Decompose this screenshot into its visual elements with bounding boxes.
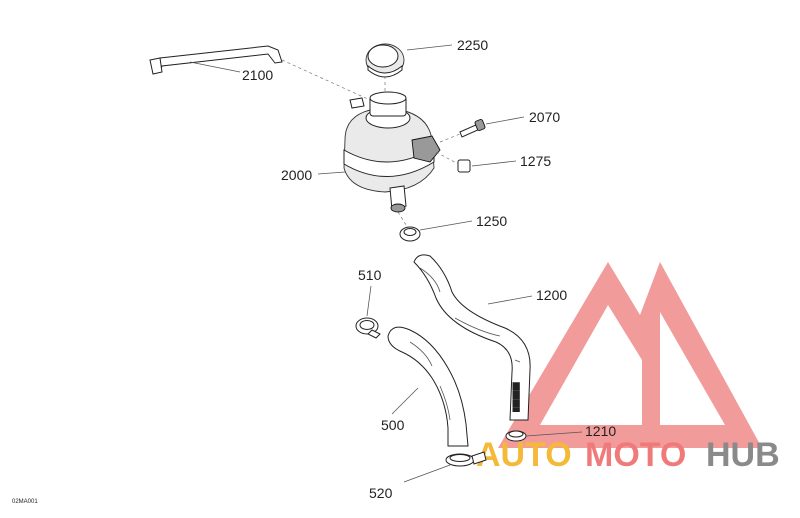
label-small-clamp: 510 <box>358 267 382 283</box>
label-nut: 1275 <box>520 153 551 169</box>
label-lower-hose: 500 <box>381 417 405 433</box>
watermark-auto-text: AUTO <box>476 436 572 474</box>
label-tank: 2000 <box>281 167 312 183</box>
nut-part <box>435 151 471 173</box>
small-clamp-part <box>355 317 381 339</box>
watermark-triangle-icon <box>498 262 762 448</box>
leader-lines <box>189 44 583 483</box>
screw-part <box>439 119 486 143</box>
label-overflow-line: 2100 <box>242 67 273 83</box>
diagram-code: 02MA001 <box>12 499 38 505</box>
label-lower-clamp: 520 <box>369 485 393 501</box>
tank-clamp-part <box>399 226 421 242</box>
watermark-hub-text: HUB <box>706 436 780 474</box>
label-upper-hose: 1200 <box>536 287 567 303</box>
lower-hose-part <box>387 326 469 447</box>
expansion-tank-part <box>343 91 441 229</box>
overflow-line-part <box>149 45 371 101</box>
label-tank-clamp: 1250 <box>476 213 507 229</box>
label-hose-clamp: 1210 <box>585 423 616 439</box>
hose-clamp-part <box>505 430 527 442</box>
lower-clamp-part <box>445 451 487 467</box>
label-screw: 2070 <box>529 109 560 125</box>
watermark-moto-text: MOTO <box>585 436 686 474</box>
upper-hose-part: ███████ <box>413 254 531 421</box>
hose-part-stamp: ███████ <box>512 381 520 412</box>
cap-part <box>365 43 405 98</box>
watermark-logo: AUTO MOTO HUB <box>476 262 780 474</box>
label-cap: 2250 <box>457 37 488 53</box>
